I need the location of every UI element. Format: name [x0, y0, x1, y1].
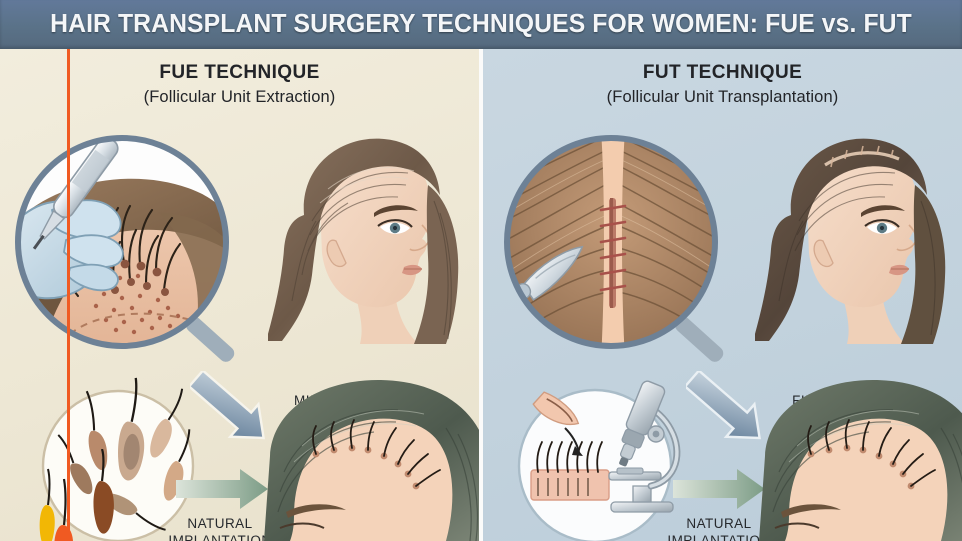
- follicle-brown-swatch: [78, 449, 134, 541]
- fut-heading-block: FUT TECHNIQUE (Follicular Unit Transplan…: [483, 62, 962, 107]
- fut-result-portrait: [755, 129, 960, 344]
- fue-result-portrait: [268, 129, 473, 344]
- fue-heading-block: FUE TECHNIQUE (Follicular Unit Extractio…: [0, 62, 479, 107]
- fut-implant-arrow: [673, 466, 773, 512]
- fut-strip-magnifier: [497, 128, 729, 378]
- title-bar: HAIR TRANSPLANT SURGERY TECHNIQUES FOR W…: [0, 0, 962, 49]
- page-title: HAIR TRANSPLANT SURGERY TECHNIQUES FOR W…: [50, 10, 912, 38]
- fue-hairline-closeup: [250, 376, 479, 541]
- fue-grafts-circle: [38, 374, 198, 541]
- fue-heading: FUE TECHNIQUE: [159, 62, 320, 83]
- fut-heading: FUT TECHNIQUE: [642, 62, 803, 83]
- fue-extraction-magnifier: [8, 128, 240, 378]
- orange-vertical-line: [67, 49, 70, 541]
- fut-microscope-circle: [505, 374, 685, 541]
- fue-implant-label: NATURAL IMPLANTATION: [168, 516, 272, 541]
- fut-subheading: (Follicular Unit Transplantation): [606, 88, 839, 106]
- panel-fut: FUT TECHNIQUE (Follicular Unit Transplan…: [483, 49, 962, 541]
- fut-hairline-closeup: [745, 376, 962, 541]
- fut-implant-label: NATURAL IMPLANTATION: [667, 516, 771, 541]
- fue-implant-arrow: [176, 466, 276, 512]
- panel-fue: FUE TECHNIQUE (Follicular Unit Extractio…: [0, 49, 479, 541]
- fue-subheading: (Follicular Unit Extraction): [143, 88, 336, 106]
- panel-divider: [479, 49, 483, 541]
- fue-diagonal-arrow: [190, 371, 300, 451]
- follicle-color-swatches: [30, 467, 92, 541]
